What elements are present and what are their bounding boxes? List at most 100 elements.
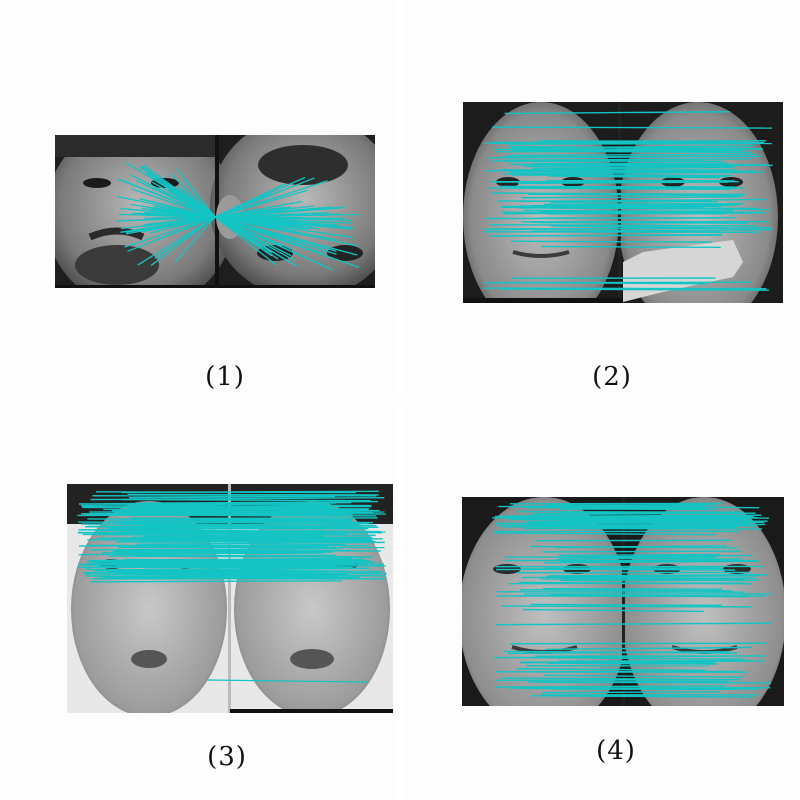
match-line <box>493 532 716 536</box>
match-line <box>117 177 216 218</box>
match-line <box>530 545 737 549</box>
match-line <box>127 493 379 496</box>
match-line <box>119 547 341 551</box>
match-line <box>543 674 744 678</box>
match-line <box>154 216 216 259</box>
match-line <box>82 506 334 509</box>
match-line <box>118 530 322 534</box>
match-line <box>547 175 721 179</box>
match-line <box>489 234 722 237</box>
match-line <box>483 281 751 284</box>
match-line <box>214 183 285 218</box>
match-line <box>103 508 370 511</box>
match-line <box>542 550 743 553</box>
match-line <box>214 216 321 230</box>
match-line <box>128 495 336 499</box>
match-line <box>530 695 754 698</box>
match-line <box>127 216 216 252</box>
match-line <box>507 158 751 161</box>
match-line <box>558 659 750 663</box>
match-line <box>132 212 216 218</box>
match-line <box>556 558 727 563</box>
match-line <box>501 605 752 608</box>
match-line <box>541 245 721 248</box>
panel-label-1: (1) <box>205 362 245 392</box>
match-line <box>487 155 762 159</box>
match-line <box>510 170 756 173</box>
match-line <box>176 168 216 218</box>
match-line <box>516 668 706 672</box>
face-pair-image-2 <box>463 102 783 303</box>
match-line <box>519 589 732 592</box>
face-pair-image-4 <box>462 497 784 706</box>
match-lines-3 <box>77 490 387 683</box>
match-line <box>506 687 759 690</box>
match-line <box>214 189 308 218</box>
match-line <box>530 680 730 683</box>
match-line <box>97 569 380 573</box>
match-line <box>116 195 216 218</box>
match-line <box>120 562 323 566</box>
match-line <box>111 576 360 579</box>
match-line <box>524 164 773 168</box>
match-line <box>491 192 746 196</box>
match-line <box>498 504 706 508</box>
match-line <box>492 126 773 129</box>
match-line <box>495 622 772 626</box>
match-line <box>522 608 704 613</box>
match-line <box>90 580 342 583</box>
match-line <box>495 150 726 153</box>
match-line <box>125 216 216 234</box>
match-line <box>521 196 739 199</box>
match-line <box>124 216 216 248</box>
match-lines-1 <box>116 162 360 271</box>
match-line <box>503 171 765 175</box>
match-line <box>558 553 720 557</box>
match-line <box>517 510 740 513</box>
match-line <box>496 200 718 203</box>
match-line <box>110 557 352 561</box>
match-line <box>557 554 753 558</box>
match-line <box>549 165 721 169</box>
match-line <box>214 216 334 271</box>
panel-label-4: (4) <box>596 736 636 766</box>
match-line <box>550 225 726 229</box>
match-line <box>130 517 327 521</box>
match-line <box>214 216 345 220</box>
match-line <box>510 642 766 645</box>
match-line <box>534 148 762 152</box>
match-line <box>214 206 286 218</box>
match-line <box>121 521 360 524</box>
match-line <box>510 240 712 243</box>
match-line <box>547 662 716 665</box>
match-line <box>499 185 735 188</box>
match-line <box>170 173 216 218</box>
match-line <box>540 210 734 213</box>
match-line <box>82 533 324 537</box>
match-line <box>525 520 765 524</box>
match-line <box>108 519 352 522</box>
match-line <box>499 515 705 518</box>
match-line <box>131 563 369 567</box>
match-line <box>495 685 726 688</box>
match-line <box>214 216 360 268</box>
match-line <box>174 216 216 263</box>
match-line <box>82 503 329 507</box>
panel-label-3: (3) <box>207 742 247 772</box>
match-line <box>78 527 318 531</box>
match-line <box>214 216 273 254</box>
match-line <box>532 228 772 232</box>
match-line <box>214 216 277 266</box>
match-line <box>137 216 216 266</box>
match-line <box>85 513 353 516</box>
match-line <box>527 193 743 197</box>
match-line <box>504 111 730 115</box>
match-line <box>501 288 769 291</box>
match-line <box>515 656 744 660</box>
match-line <box>111 508 369 512</box>
match-line <box>135 538 376 543</box>
match-line <box>508 153 756 157</box>
match-line <box>214 213 360 218</box>
match-lines-2 <box>483 111 773 291</box>
match-line <box>522 527 763 530</box>
